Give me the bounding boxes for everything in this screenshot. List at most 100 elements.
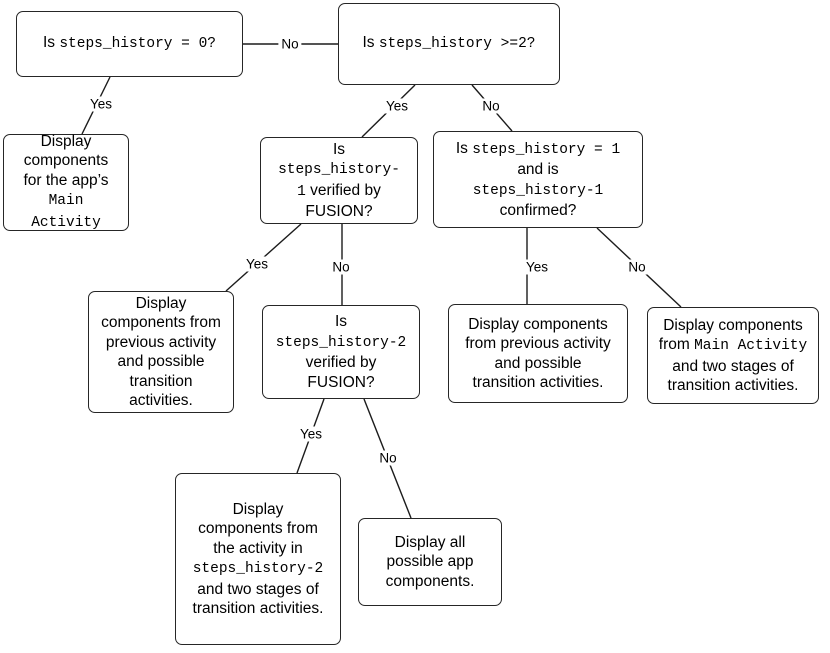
node-question-eq1-confirmed: Is steps_history = 1 and is steps_histor…	[433, 131, 643, 228]
node-text-line: Is steps_history = 1	[456, 139, 620, 161]
node-text-line: Activity	[31, 212, 101, 234]
code-segment: Activity	[31, 214, 101, 231]
text-segment: components from	[101, 314, 221, 331]
node-result-previous-activity-fusion: Display components from previous activit…	[88, 291, 234, 413]
code-segment: Main	[48, 193, 84, 210]
text-segment: Is	[332, 140, 346, 158]
text-segment: verified by	[305, 354, 377, 371]
node-result-all-components: Display all possible app components.	[358, 518, 502, 606]
node-text-line: from previous activity	[465, 334, 611, 354]
node-result-hist2-two-stages: Display components from the activity in …	[175, 473, 341, 645]
node-text-line: Display components	[468, 315, 608, 335]
node-text-line: Display	[136, 294, 187, 314]
code-segment: Main Activity	[694, 338, 808, 354]
text-segment: confirmed?	[499, 202, 577, 219]
text-segment: from	[658, 336, 695, 353]
edge-label-eq1-no: No	[625, 259, 649, 275]
node-text-line: steps_history-2	[276, 332, 407, 354]
text-segment: transition activities.	[472, 374, 604, 391]
text-segment: Display components	[468, 315, 608, 333]
code-segment: steps_history-	[278, 162, 400, 178]
code-segment: steps_history >=2?	[378, 36, 536, 53]
node-text-line: Display	[41, 132, 92, 152]
node-text-line: and possible	[117, 352, 204, 372]
node-text-line: components	[24, 151, 108, 171]
text-segment: Display components	[663, 316, 803, 334]
text-segment: verified by	[305, 181, 381, 199]
node-text-line: Display all	[395, 533, 466, 553]
node-question-fusion-hist2: Is steps_history-2 verified by FUSION?	[262, 305, 420, 399]
text-segment: activities.	[129, 392, 193, 409]
text-segment: from previous activity	[465, 335, 611, 352]
node-question-steps-history-geq-2: Is steps_history >=2?	[338, 3, 560, 85]
node-text-line: Is steps_history = 0?	[43, 33, 216, 55]
node-text-line: 1 verified by	[297, 181, 381, 203]
text-segment: Display	[40, 132, 92, 150]
text-segment: Display all	[394, 533, 466, 551]
text-segment: components	[23, 152, 109, 170]
text-segment: FUSION?	[307, 373, 375, 391]
text-segment: and two stages of	[197, 580, 319, 598]
text-segment: Is	[42, 34, 60, 52]
node-text-line: the activity in	[213, 539, 303, 559]
node-text-line: Main	[49, 190, 84, 212]
text-segment: components from	[198, 520, 318, 537]
node-question-steps-history-eq-0: Is steps_history = 0?	[16, 11, 243, 77]
node-text-line: Is	[335, 312, 347, 332]
node-text-line: FUSION?	[307, 373, 374, 393]
node-question-fusion-hist1: Is steps_history- 1 verified by FUSION?	[260, 137, 418, 224]
edge-label-root-no: No	[278, 36, 302, 52]
code-segment: steps_history-2	[275, 334, 407, 351]
node-result-main-activity: Display components for the app’s Main Ac…	[3, 132, 129, 234]
node-text-line: components from	[101, 313, 221, 333]
text-segment: previous activity	[105, 333, 217, 351]
code-segment: steps_history-2	[192, 561, 324, 577]
node-text-line: possible app	[386, 552, 473, 572]
node-text-line: for the app’s	[23, 171, 108, 191]
text-segment: and two stages of	[672, 357, 794, 375]
node-text-line: transition activities.	[473, 373, 604, 393]
text-segment: Is	[362, 34, 379, 52]
edge-label-fusion1-yes: Yes	[242, 256, 272, 272]
node-text-line: steps_history-2	[193, 558, 324, 580]
edge-label-geq2-no: No	[479, 98, 503, 114]
node-text-line: Is	[333, 140, 345, 160]
text-segment: FUSION?	[305, 203, 373, 220]
text-segment: components.	[385, 572, 475, 590]
node-result-previous-activity-eq1: Display components from previous activit…	[448, 304, 628, 403]
node-text-line: activities.	[129, 391, 193, 411]
text-segment: Display	[135, 294, 187, 312]
text-segment: transition	[129, 372, 193, 390]
node-text-line: Display components	[663, 316, 803, 336]
node-text-line: transition	[130, 372, 193, 392]
text-segment: and possible	[494, 354, 582, 372]
edge-label-geq2-yes: Yes	[382, 98, 412, 114]
node-text-line: components.	[386, 572, 475, 592]
text-segment: and possible	[117, 353, 205, 370]
node-text-line: confirmed?	[500, 201, 577, 221]
text-segment: Is	[334, 313, 348, 330]
node-text-line: verified by	[306, 353, 377, 373]
edge-label-fusion2-yes: Yes	[296, 426, 326, 442]
node-text-line: components from	[198, 519, 318, 539]
edge-label-eq1-yes: Yes	[522, 259, 552, 275]
node-text-line: FUSION?	[305, 202, 372, 222]
text-segment: Display	[232, 500, 284, 518]
text-segment: transition activities.	[192, 600, 324, 617]
node-text-line: Display	[233, 500, 284, 520]
edge-label-fusion1-no: No	[329, 259, 353, 275]
node-text-line: Is steps_history >=2?	[362, 33, 535, 55]
code-segment: steps_history = 1	[472, 141, 621, 158]
code-segment: steps_history-1	[472, 182, 604, 199]
node-text-line: steps_history-	[278, 159, 400, 181]
node-text-line: transition activities.	[193, 599, 324, 619]
text-segment: the activity in	[213, 539, 303, 557]
text-segment: possible app	[386, 553, 474, 571]
node-text-line: steps_history-1	[473, 180, 604, 202]
node-text-line: and possible	[494, 354, 581, 374]
node-result-main-two-stages: Display components from Main Activity an…	[647, 307, 819, 404]
text-segment: and is	[517, 161, 559, 178]
text-segment: Is	[455, 139, 473, 157]
edge-label-fusion2-no: No	[376, 450, 400, 466]
